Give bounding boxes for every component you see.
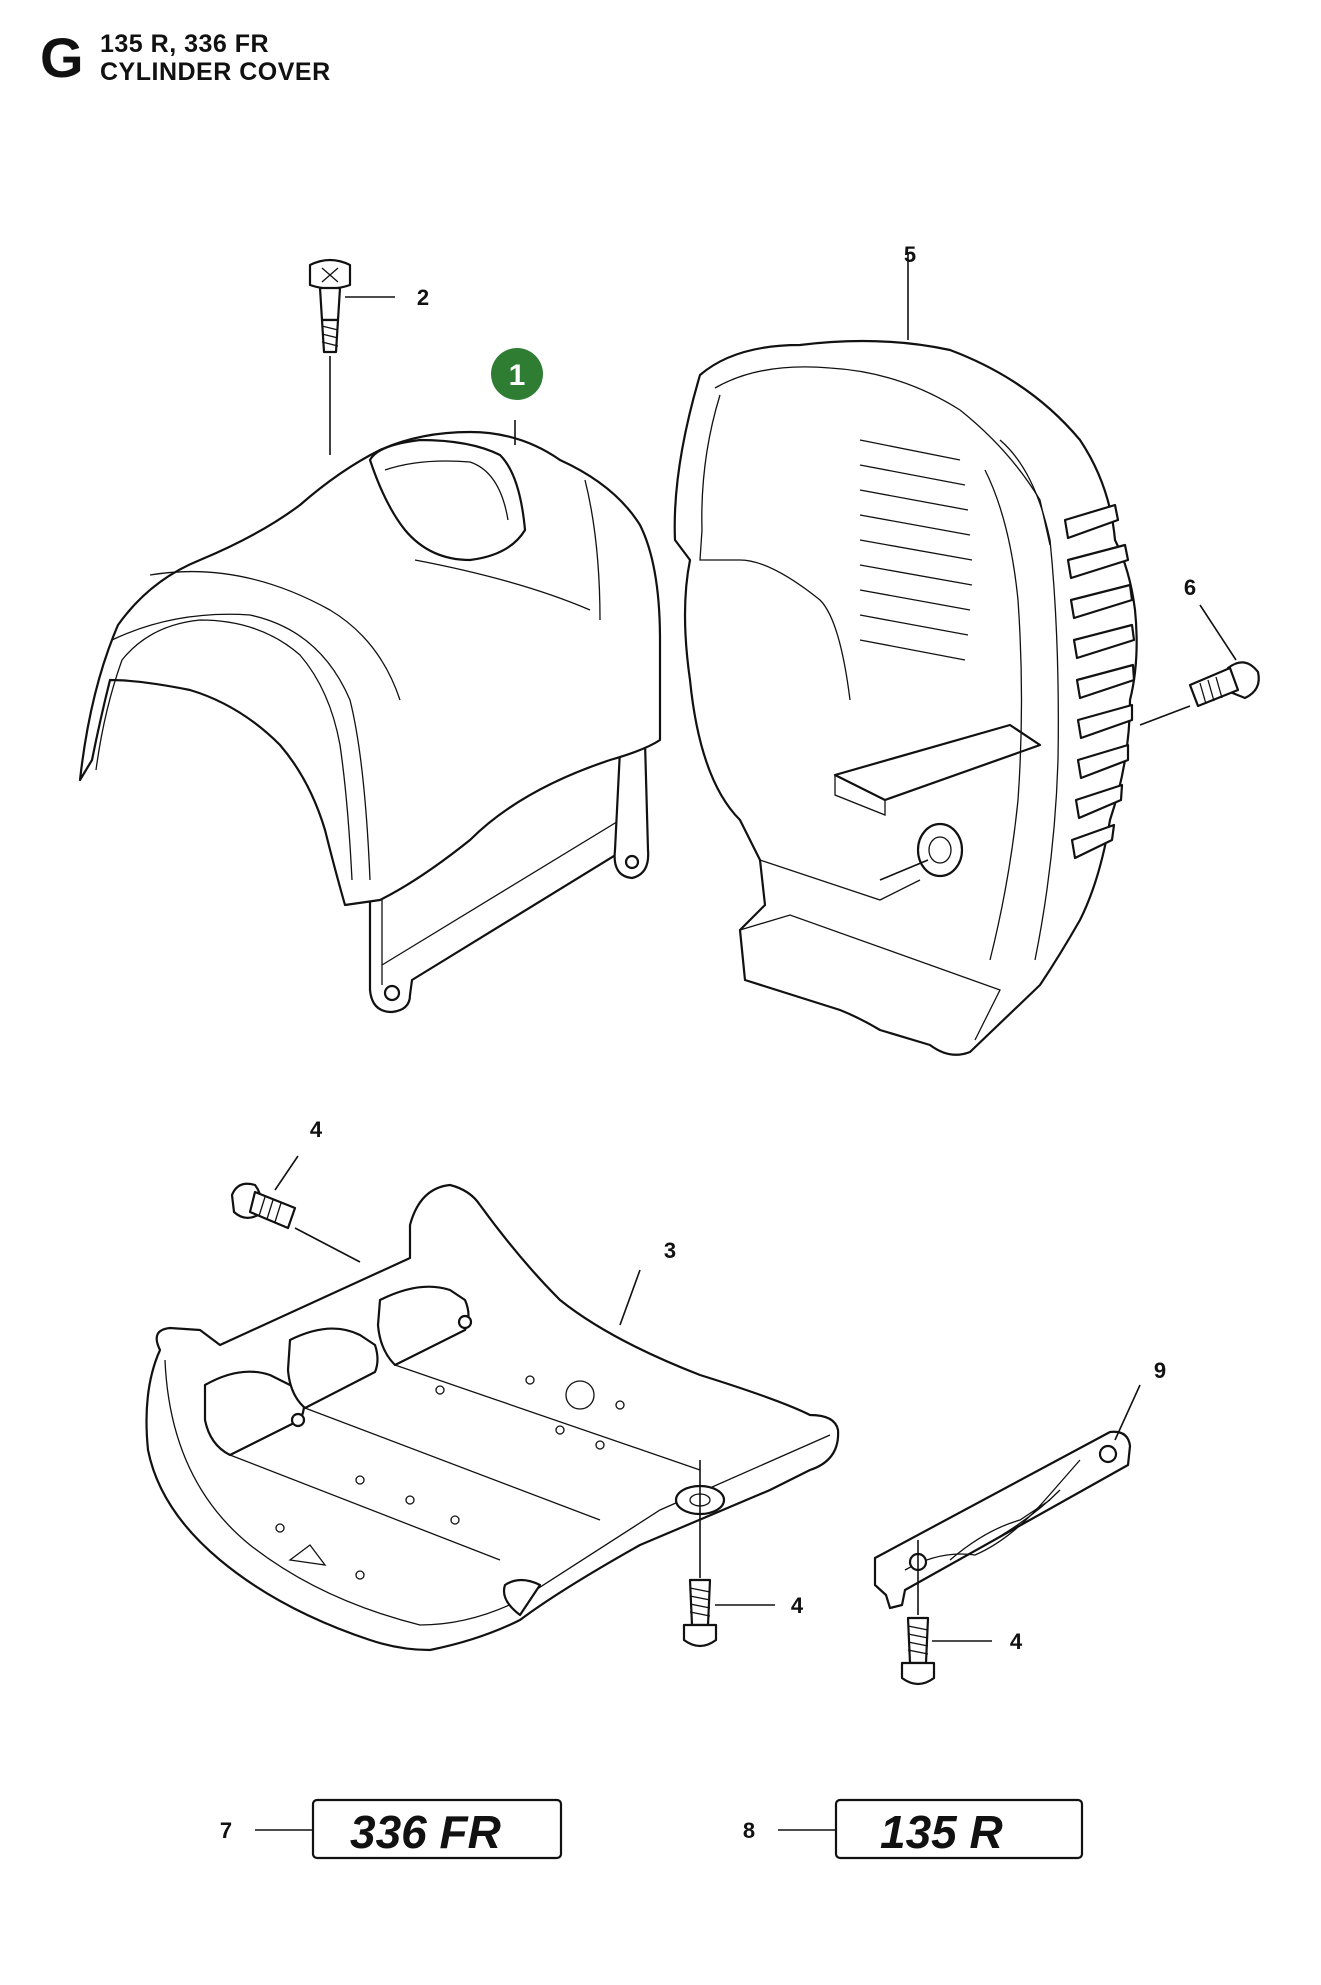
decal-part-7: 336 FR: [255, 1798, 563, 1860]
callout-3: 3: [664, 1238, 676, 1263]
cylinder-shroud: [673, 339, 1138, 1056]
screw-part-6: [1139, 604, 1260, 726]
screw-part-4b: [682, 1460, 775, 1648]
callout-5: 5: [904, 242, 916, 267]
callout-2: 2: [417, 285, 429, 310]
callout-7: 7: [220, 1818, 232, 1843]
leader-part-3: [619, 1269, 641, 1326]
decal-8-text: 135 R: [880, 1806, 1003, 1858]
highlight-badge: [491, 348, 543, 400]
cylinder-cover-top: [78, 430, 662, 1014]
callout-8: 8: [743, 1818, 755, 1843]
screw-part-4c: [900, 1540, 992, 1686]
decal-7-text: 336 FR: [350, 1806, 501, 1858]
callout-4-right: 4: [1010, 1629, 1023, 1654]
section-letter: G: [40, 26, 84, 89]
badge-label: 1: [509, 359, 526, 392]
mounting-bracket: [873, 1384, 1141, 1610]
callout-4-top: 4: [310, 1117, 323, 1142]
lower-cover-tray: [145, 1183, 840, 1652]
model-list: 135 R, 336 FR: [100, 30, 270, 58]
decal-part-8: 135 R: [778, 1798, 1084, 1860]
callout-4-middle: 4: [791, 1593, 804, 1618]
screw-part-4a: [230, 1155, 361, 1263]
callout-9: 9: [1154, 1358, 1166, 1383]
screw-part-2: [308, 258, 395, 455]
page-title: CYLINDER COVER: [100, 58, 331, 86]
callout-6: 6: [1184, 575, 1196, 600]
